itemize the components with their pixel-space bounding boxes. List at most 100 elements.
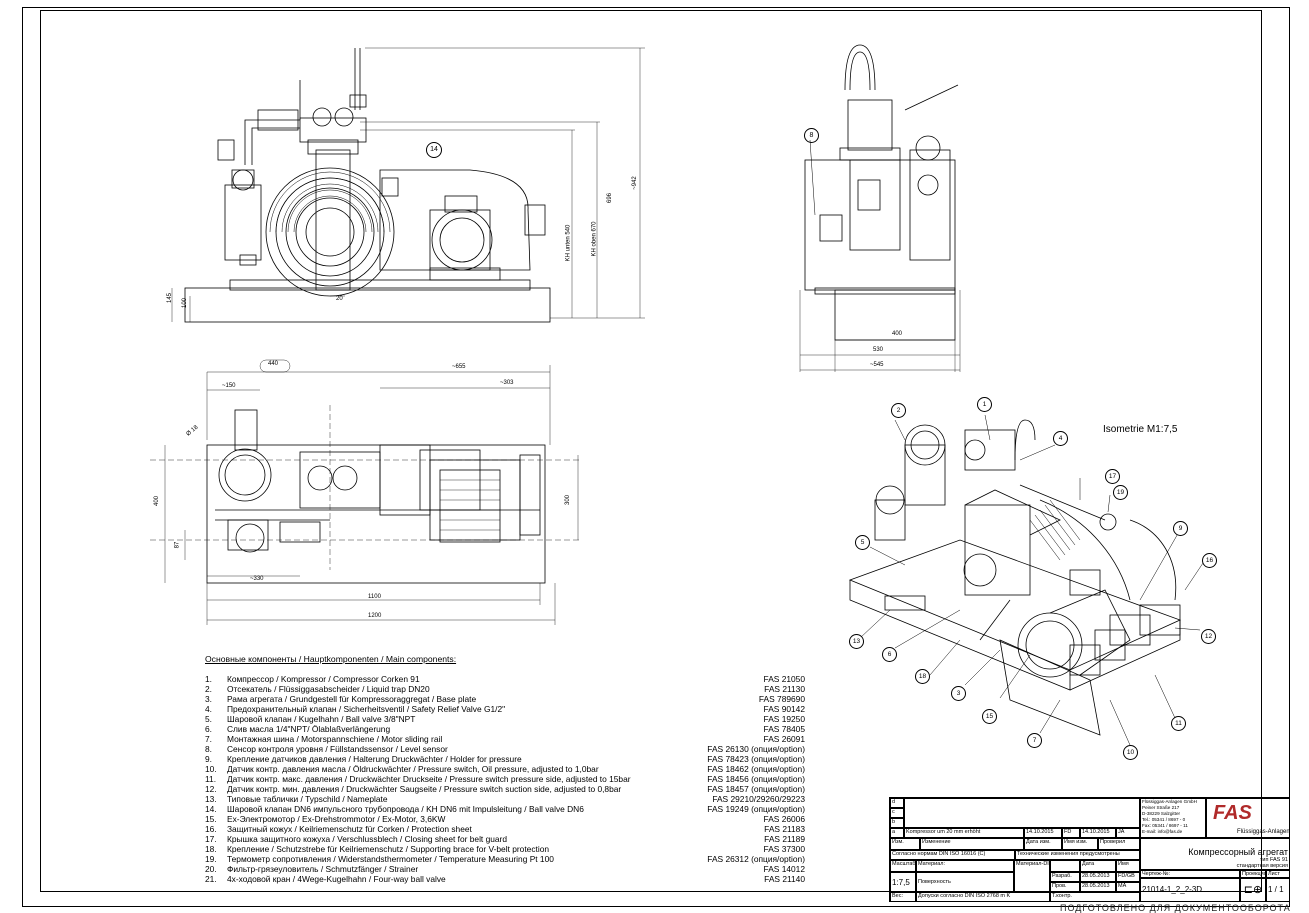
iso-callout-2: 2 xyxy=(891,403,906,418)
part-number: 1. xyxy=(205,674,212,684)
rev-a-date2: 14.10.2015 xyxy=(1080,828,1116,838)
company-tel: Tel.: 05341 / 8697 - 0 xyxy=(1142,817,1186,822)
drawing-title-block: Компрессорный агрегат тип FAS 91 стандар… xyxy=(1140,838,1290,870)
parts-list-row: 2. Отсекатель / Flüssiggasabscheider / Li… xyxy=(205,684,805,694)
iso-callout-6: 6 xyxy=(882,647,897,662)
parts-list-row: 5.Шаровой клапан / Kugelhahn / Ball valv… xyxy=(205,714,805,724)
part-code: FAS 19250 xyxy=(763,714,805,724)
title-block: d c b a Kompressor um 20 mm erhöht 14.10… xyxy=(889,797,1290,902)
dim-front-kh-unten: KH unten 540 xyxy=(565,224,572,262)
dim-front-20: 20 xyxy=(336,296,343,302)
parts-list-row: 7.Монтажная шина / Motorspannschiene / M… xyxy=(205,734,805,744)
parts-list-rows: 1.Компрессор / Kompressor / Compressor C… xyxy=(205,674,805,884)
parts-list-row: 3. Рама агрегата / Grundgestell für Kompr… xyxy=(205,694,805,704)
side-view xyxy=(799,44,961,372)
part-number: 10. xyxy=(205,764,217,774)
parts-list-row: 14.Шаровой клапан DN6 импульсного трубоп… xyxy=(205,804,805,814)
part-number: 5. xyxy=(205,714,212,724)
drawing-number: 21014-1_2_2-3D xyxy=(1140,878,1240,902)
callout-14: 14 xyxy=(426,142,442,158)
iso-callout-3: 3 xyxy=(951,686,966,701)
parts-list-row: 15.Ex-Электромотор / Ex-Drehstrommotor /… xyxy=(205,814,805,824)
part-number: 11. xyxy=(205,774,217,784)
dim-front-100: 100 xyxy=(182,297,189,309)
part-code: FAS 37300 xyxy=(763,844,805,854)
part-description: Типовые таблички / Typschild / Nameplate xyxy=(227,794,388,804)
top-view xyxy=(150,359,580,625)
dim-top-300: 300 xyxy=(565,494,572,506)
iso-callout-5: 5 xyxy=(855,535,870,550)
col-name: Имя xyxy=(1116,860,1140,872)
part-number: 4. xyxy=(205,704,212,714)
part-code: FAS 18457 (опция/option) xyxy=(707,784,805,794)
scale-label: Масштаб: xyxy=(890,860,916,872)
iso-callout-12: 12 xyxy=(1201,629,1216,644)
company-email: E-mail: info@fas.de xyxy=(1142,829,1183,834)
parts-list-row: 20.Фильтр-грязеуловитель / Schmutzfänger… xyxy=(205,864,805,874)
dim-top-87: 87 xyxy=(174,541,181,549)
rev-a-by: FD xyxy=(1062,828,1080,838)
part-description: Крепление датчиков давления / Halterung … xyxy=(227,754,522,764)
part-number: 3. xyxy=(205,694,212,704)
parts-list-title: Основные компоненты / Hauptkomponenten /… xyxy=(205,654,457,664)
iso-callout-1: 1 xyxy=(977,397,992,412)
tb-blank xyxy=(1050,860,1080,872)
parts-list-row: 6.Слив масла 1/4"NPT/ Ölablaßverlängerun… xyxy=(205,724,805,734)
parts-list-row: 17.Крышка защитного кожуха / Verschlussb… xyxy=(205,834,805,844)
iso-callout-15: 15 xyxy=(982,709,997,724)
part-number: 9. xyxy=(205,754,212,764)
isometric-view xyxy=(848,414,1206,746)
part-description: Защитный кожух / Keilriemenschutz für Co… xyxy=(227,824,472,834)
part-number: 20. xyxy=(205,864,217,874)
row-develop: Разраб. xyxy=(1050,872,1080,882)
weight-label: Вес: xyxy=(890,892,916,902)
scale-value: 1:7,5 xyxy=(890,872,916,892)
part-number: 19. xyxy=(205,854,217,864)
drawing-title: Компрессорный агрегат xyxy=(1188,847,1288,857)
part-number: 16. xyxy=(205,824,217,834)
part-description: Сенсор контроля уровня / Füllstandssenso… xyxy=(227,744,448,754)
sheet-number: 1 / 1 xyxy=(1266,878,1290,902)
dim-side-400: 400 xyxy=(892,331,903,337)
material-din-label: Материал-DIN: xyxy=(1014,860,1050,892)
dim-top-400: 400 xyxy=(154,495,161,507)
logo-mark: FAS xyxy=(1213,802,1252,824)
part-number: 2. xyxy=(205,684,212,694)
part-number: 15. xyxy=(205,814,217,824)
part-number: 12. xyxy=(205,784,217,794)
iso-callout-19: 19 xyxy=(1113,485,1128,500)
norm-text: Согласно нормам DIN ISO 16016 (C) xyxy=(890,850,1015,860)
isometric-label: Isometrie M1:7,5 xyxy=(1103,424,1178,435)
dim-top-655: ~655 xyxy=(452,364,466,370)
dim-top-1100: 1100 xyxy=(368,594,381,600)
rev-a-text: Kompressor um 20 mm erhöht xyxy=(904,828,1024,838)
part-description: Отсекатель / Flüssiggasabscheider / Liqu… xyxy=(227,684,430,694)
dim-top-440: 440 xyxy=(268,361,279,367)
iso-callout-9: 9 xyxy=(1173,521,1188,536)
part-description: Датчик контр. макс. давления / Druckwäch… xyxy=(227,774,631,784)
bottom-watermark-text: ПОДГОТОВЛЕНО ДЛЯ ДОКУМЕНТООБОРОТА xyxy=(1060,903,1291,913)
row-check-name: MA xyxy=(1116,882,1140,892)
rev-a-date: 14.10.2015 xyxy=(1024,828,1062,838)
part-description: Крышка защитного кожуха / Verschlussblec… xyxy=(227,834,508,844)
dim-top-330: ~330 xyxy=(250,576,264,582)
part-description: Предохранительный клапан / Sicherheitsve… xyxy=(227,704,506,714)
part-code: FAS 18456 (опция/option) xyxy=(707,774,805,784)
part-code: FAS 90142 xyxy=(763,704,805,714)
parts-list-row: 11. Датчик контр. макс. давления / Druckw… xyxy=(205,774,805,784)
parts-list-row: 10.Датчик контр. давления масла / Öldruc… xyxy=(205,764,805,774)
part-code: FAS 789690 xyxy=(758,694,805,704)
front-view xyxy=(171,47,645,323)
dim-top-150: ~150 xyxy=(222,383,236,389)
drawing-sheet-border xyxy=(22,7,1290,907)
rev-a-name: JA xyxy=(1116,828,1140,838)
part-code: FAS 21189 xyxy=(764,834,805,844)
drawing-type: тип FAS 91 xyxy=(1259,857,1288,863)
dim-front-kh-oben: KH oben 670 xyxy=(591,221,598,257)
part-description: Рама агрегата / Grundgestell für Kompres… xyxy=(227,694,477,704)
part-code: FAS 14012 xyxy=(763,864,805,874)
parts-list-row: 18.Крепление / Schutzstrebe für Keilriem… xyxy=(205,844,805,854)
parts-list-row: 19.Термометр сопротивления / Widerstands… xyxy=(205,854,805,864)
dim-top-303: ~303 xyxy=(500,380,514,386)
